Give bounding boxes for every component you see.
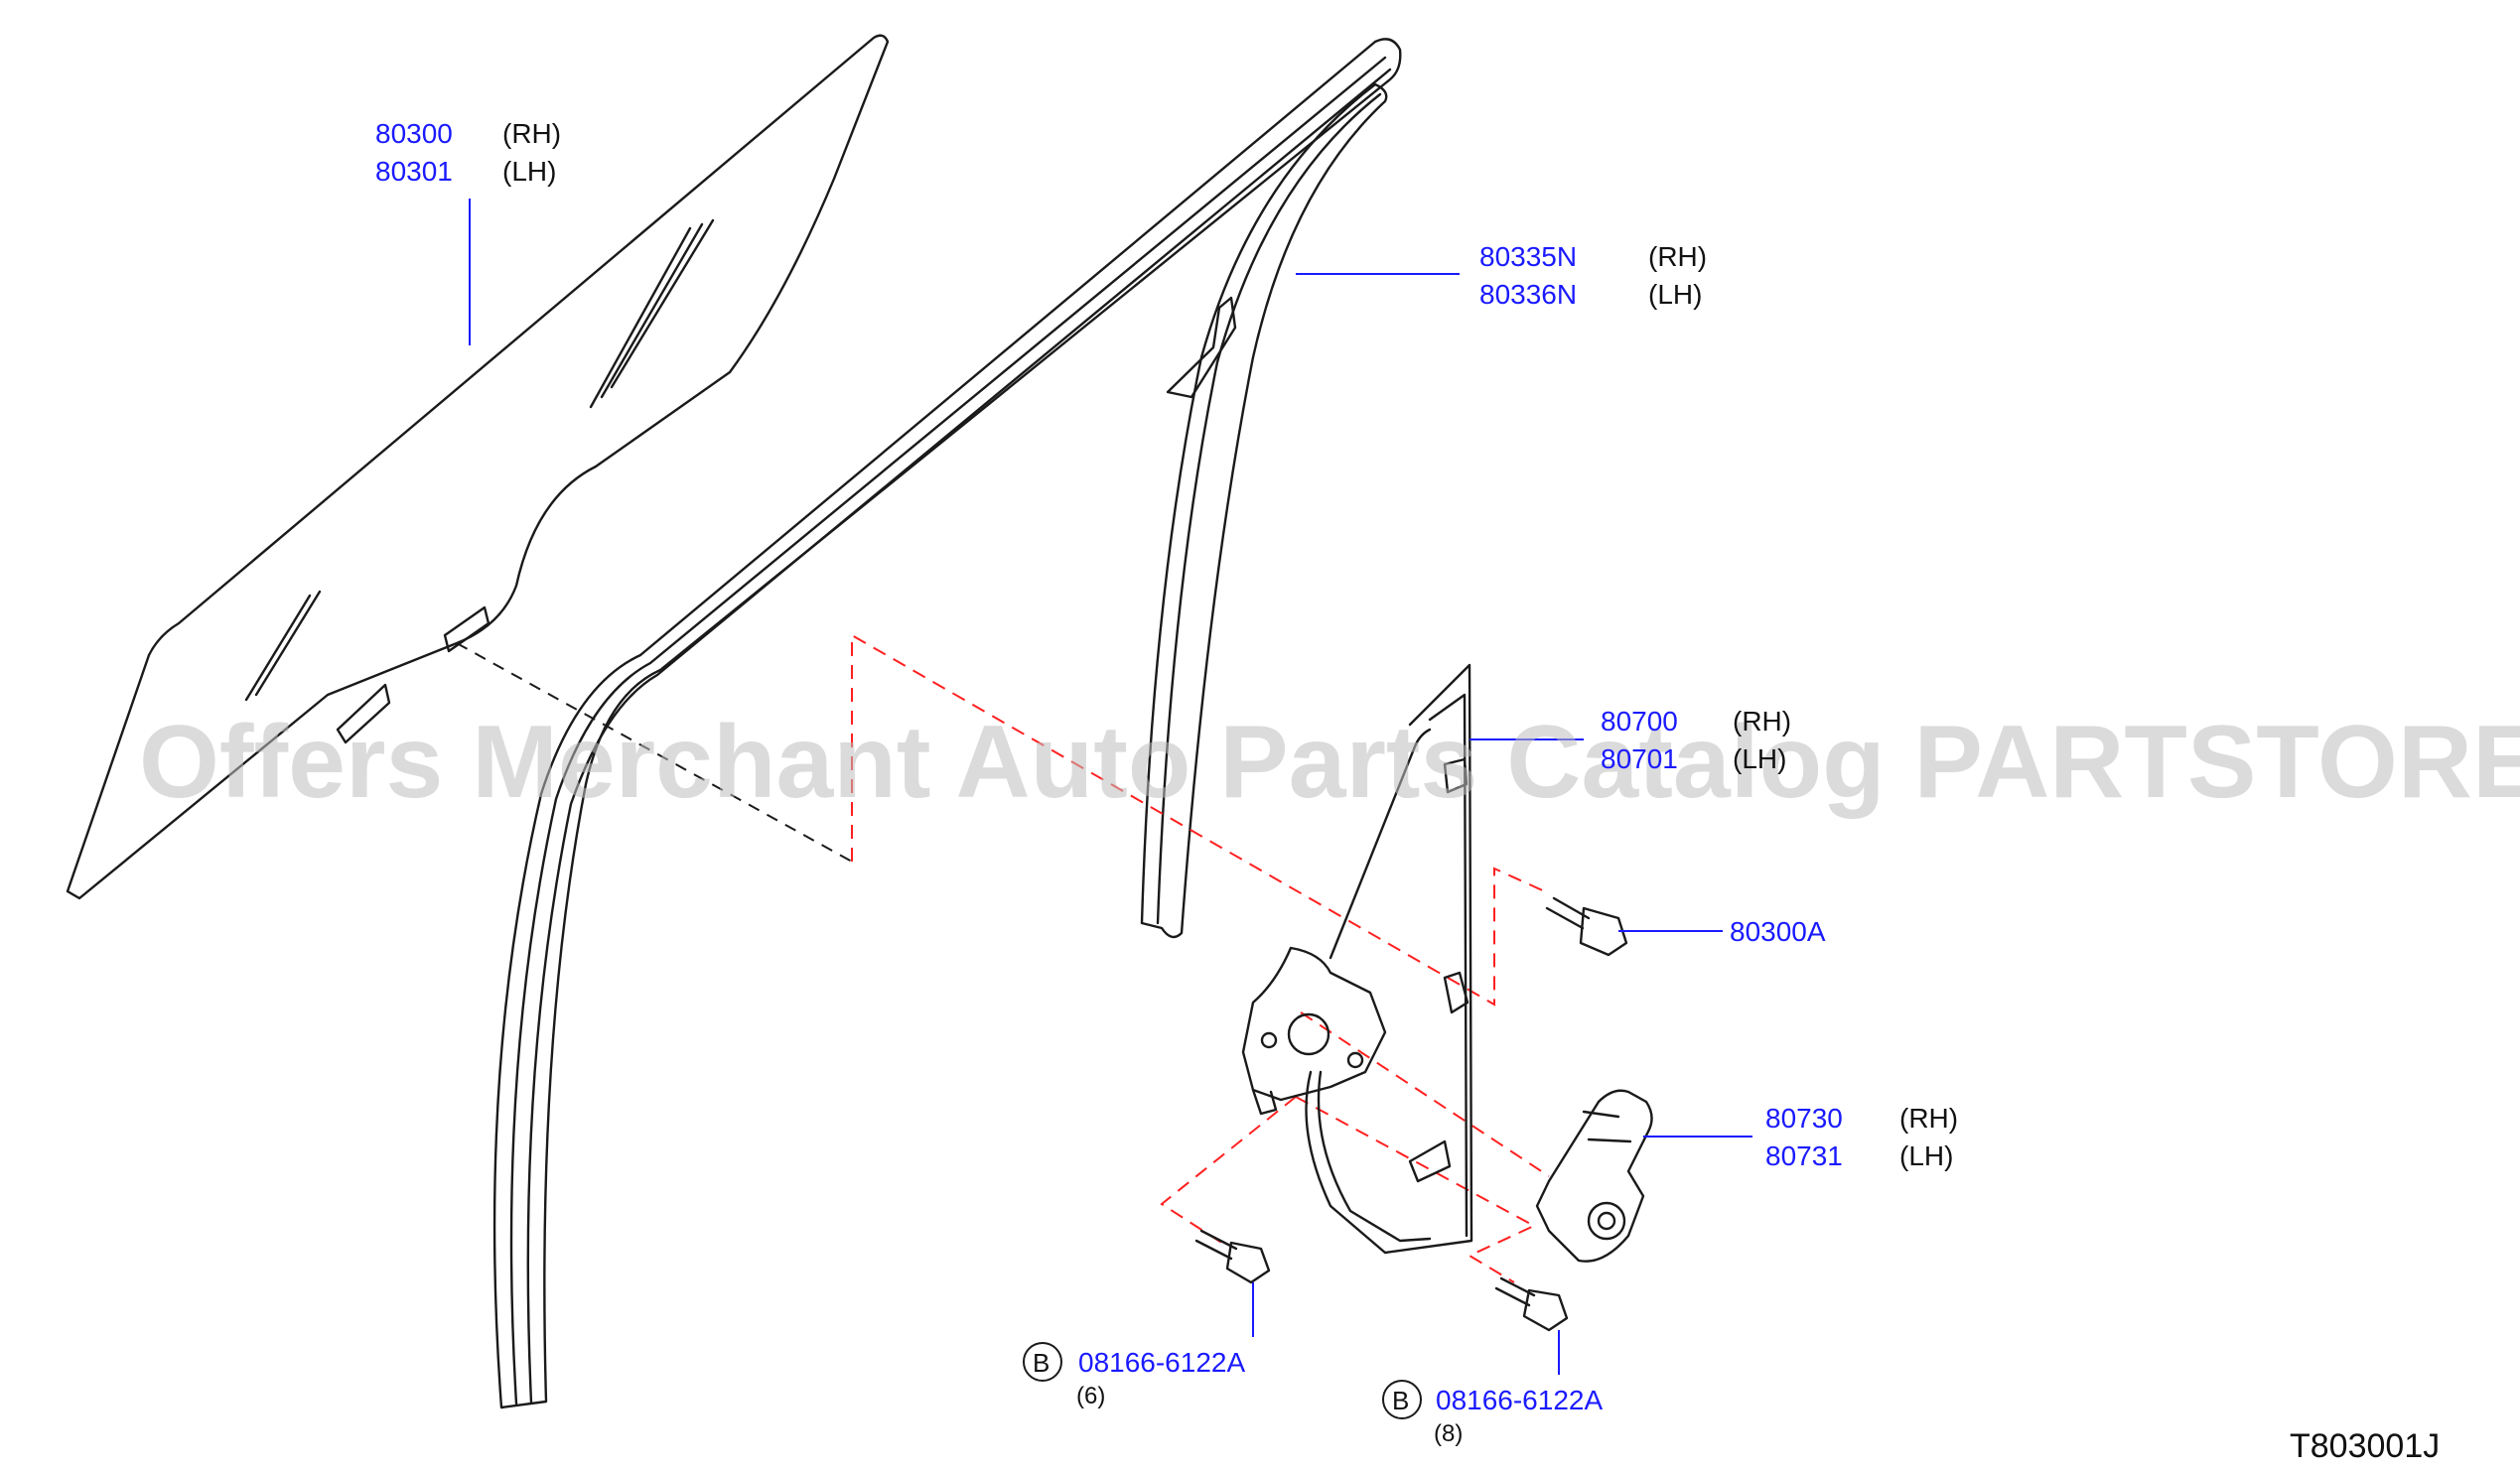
- regulator-bolt-right[interactable]: [1494, 1276, 1569, 1332]
- part-number-bolt-right[interactable]: 08166-6122A: [1436, 1385, 1603, 1415]
- part-number-sash-lh[interactable]: 80336N: [1479, 279, 1577, 310]
- part-number-sash-rh[interactable]: 80335N: [1479, 241, 1577, 272]
- glass-mount-bolt[interactable]: [1545, 896, 1628, 957]
- callout-glass[interactable]: 80300 (RH) 80301 (LH): [375, 118, 561, 187]
- side-sash-rh: (RH): [1648, 241, 1707, 272]
- side-regulator-lh: (LH): [1733, 743, 1786, 774]
- watermark-text: Offers Merchant Auto Parts Catalog PARTS…: [139, 705, 2520, 820]
- part-number-glass-lh[interactable]: 80301: [375, 156, 453, 187]
- callout-leaders: [469, 199, 1752, 1375]
- part-number-glass-bolt[interactable]: 80300A: [1730, 916, 1826, 947]
- side-motor-lh: (LH): [1899, 1140, 1953, 1171]
- callout-sash[interactable]: 80335N (RH) 80336N (LH): [1479, 241, 1707, 310]
- side-glass-lh: (LH): [502, 156, 556, 187]
- badge-circle-right: [1382, 1380, 1422, 1419]
- callout-regulator[interactable]: 80700 (RH) 80701 (LH): [1601, 706, 1791, 774]
- badge-letter-right: B: [1392, 1386, 1409, 1415]
- diagram-code: T803001J: [2290, 1427, 2440, 1465]
- callout-bolt-left[interactable]: B 08166-6122A (6): [1023, 1342, 1245, 1409]
- part-number-motor-lh[interactable]: 80731: [1765, 1140, 1843, 1171]
- door-glass[interactable]: [66, 34, 890, 900]
- side-regulator-rh: (RH): [1733, 706, 1791, 736]
- side-glass-rh: (RH): [502, 118, 561, 149]
- part-number-glass-rh[interactable]: 80300: [375, 118, 453, 149]
- regulator-bolt-left[interactable]: [1194, 1229, 1271, 1284]
- side-sash-lh: (LH): [1648, 279, 1702, 310]
- badge-letter-left: B: [1033, 1348, 1050, 1378]
- badge-circle-left: [1023, 1342, 1062, 1382]
- side-motor-rh: (RH): [1899, 1103, 1958, 1134]
- callout-motor[interactable]: 80730 (RH) 80731 (LH): [1765, 1103, 1958, 1171]
- callout-bolt-right[interactable]: B 08166-6122A (8): [1382, 1380, 1603, 1447]
- window-regulator[interactable]: [1241, 663, 1473, 1255]
- assembly-guide-lines: [456, 633, 1550, 1283]
- front-glass-run-channel[interactable]: [492, 38, 1402, 1409]
- part-number-regulator-rh[interactable]: 80700: [1601, 706, 1678, 736]
- qty-bolt-left: (6): [1076, 1383, 1105, 1409]
- part-number-regulator-lh[interactable]: 80701: [1601, 743, 1678, 774]
- door-sash[interactable]: [1140, 82, 1388, 939]
- regulator-motor[interactable]: [1535, 1089, 1653, 1263]
- part-number-bolt-left[interactable]: 08166-6122A: [1078, 1347, 1245, 1378]
- part-number-motor-rh[interactable]: 80730: [1765, 1103, 1843, 1134]
- qty-bolt-right: (8): [1434, 1420, 1463, 1447]
